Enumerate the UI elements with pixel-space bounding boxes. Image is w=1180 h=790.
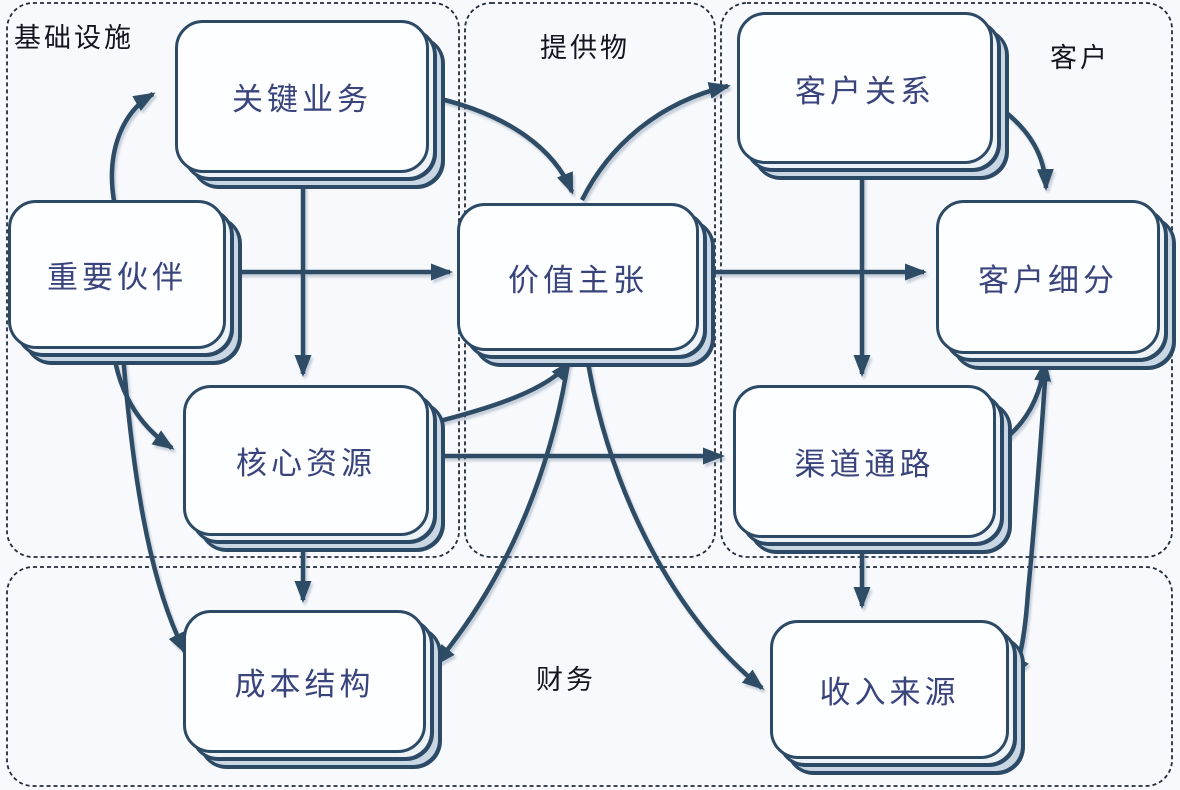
edge-key-partners-to-key-resources: [109, 342, 175, 450]
region-label-customer: 客户: [1050, 43, 1110, 73]
edge-key-activities-to-value-proposition: [427, 93, 575, 195]
node-customer-relations[interactable]: 客户关系: [737, 12, 993, 164]
node-channels[interactable]: 渠道通路: [733, 385, 996, 538]
edge-channels-to-customer-segments: [990, 359, 1052, 450]
node-label: 价值主张: [508, 262, 648, 298]
edge-value-proposition-to-cost-structure: [434, 349, 573, 667]
edge-value-proposition-to-customer-relations: [579, 82, 731, 202]
edge-layer: [109, 82, 1054, 690]
node-label: 重要伙伴: [47, 260, 187, 295]
node-label: 收入来源: [819, 675, 960, 710]
edge-key-partners-to-cost-structure: [119, 342, 188, 655]
node-customer-segments[interactable]: 客户细分: [936, 200, 1160, 354]
edge-key-partners-to-key-activities: [109, 92, 156, 202]
region-label-finance: 财务: [536, 665, 596, 695]
node-value-proposition[interactable]: 价值主张: [457, 203, 699, 351]
node-cost-structure[interactable]: 成本结构: [183, 610, 426, 753]
region-frame-customer: [720, 2, 1173, 558]
edge-value-proposition-to-revenue-streams: [583, 349, 765, 690]
region-label-offering: 提供物: [540, 33, 630, 63]
node-revenue-streams[interactable]: 收入来源: [770, 620, 1009, 759]
node-label: 客户关系: [795, 73, 935, 109]
region-label-infrastructure: 基础设施: [14, 23, 134, 53]
node-key-partners[interactable]: 重要伙伴: [8, 200, 226, 349]
edge-key-resources-to-value-proposition: [427, 359, 572, 427]
edge-customer-segments-to-revenue-streams: [1010, 351, 1050, 679]
region-frame-finance: [6, 566, 1173, 787]
edge-customer-relations-to-customer-segments: [994, 103, 1054, 191]
node-label: 成本结构: [234, 667, 375, 702]
node-label: 关键业务: [232, 82, 372, 117]
node-key-activities[interactable]: 关键业务: [175, 20, 429, 173]
node-label: 核心资源: [236, 446, 376, 481]
node-label: 渠道通路: [794, 447, 935, 482]
node-label: 客户细分: [978, 262, 1118, 298]
node-key-resources[interactable]: 核心资源: [183, 385, 429, 536]
region-frame-infrastructure: [6, 2, 460, 558]
